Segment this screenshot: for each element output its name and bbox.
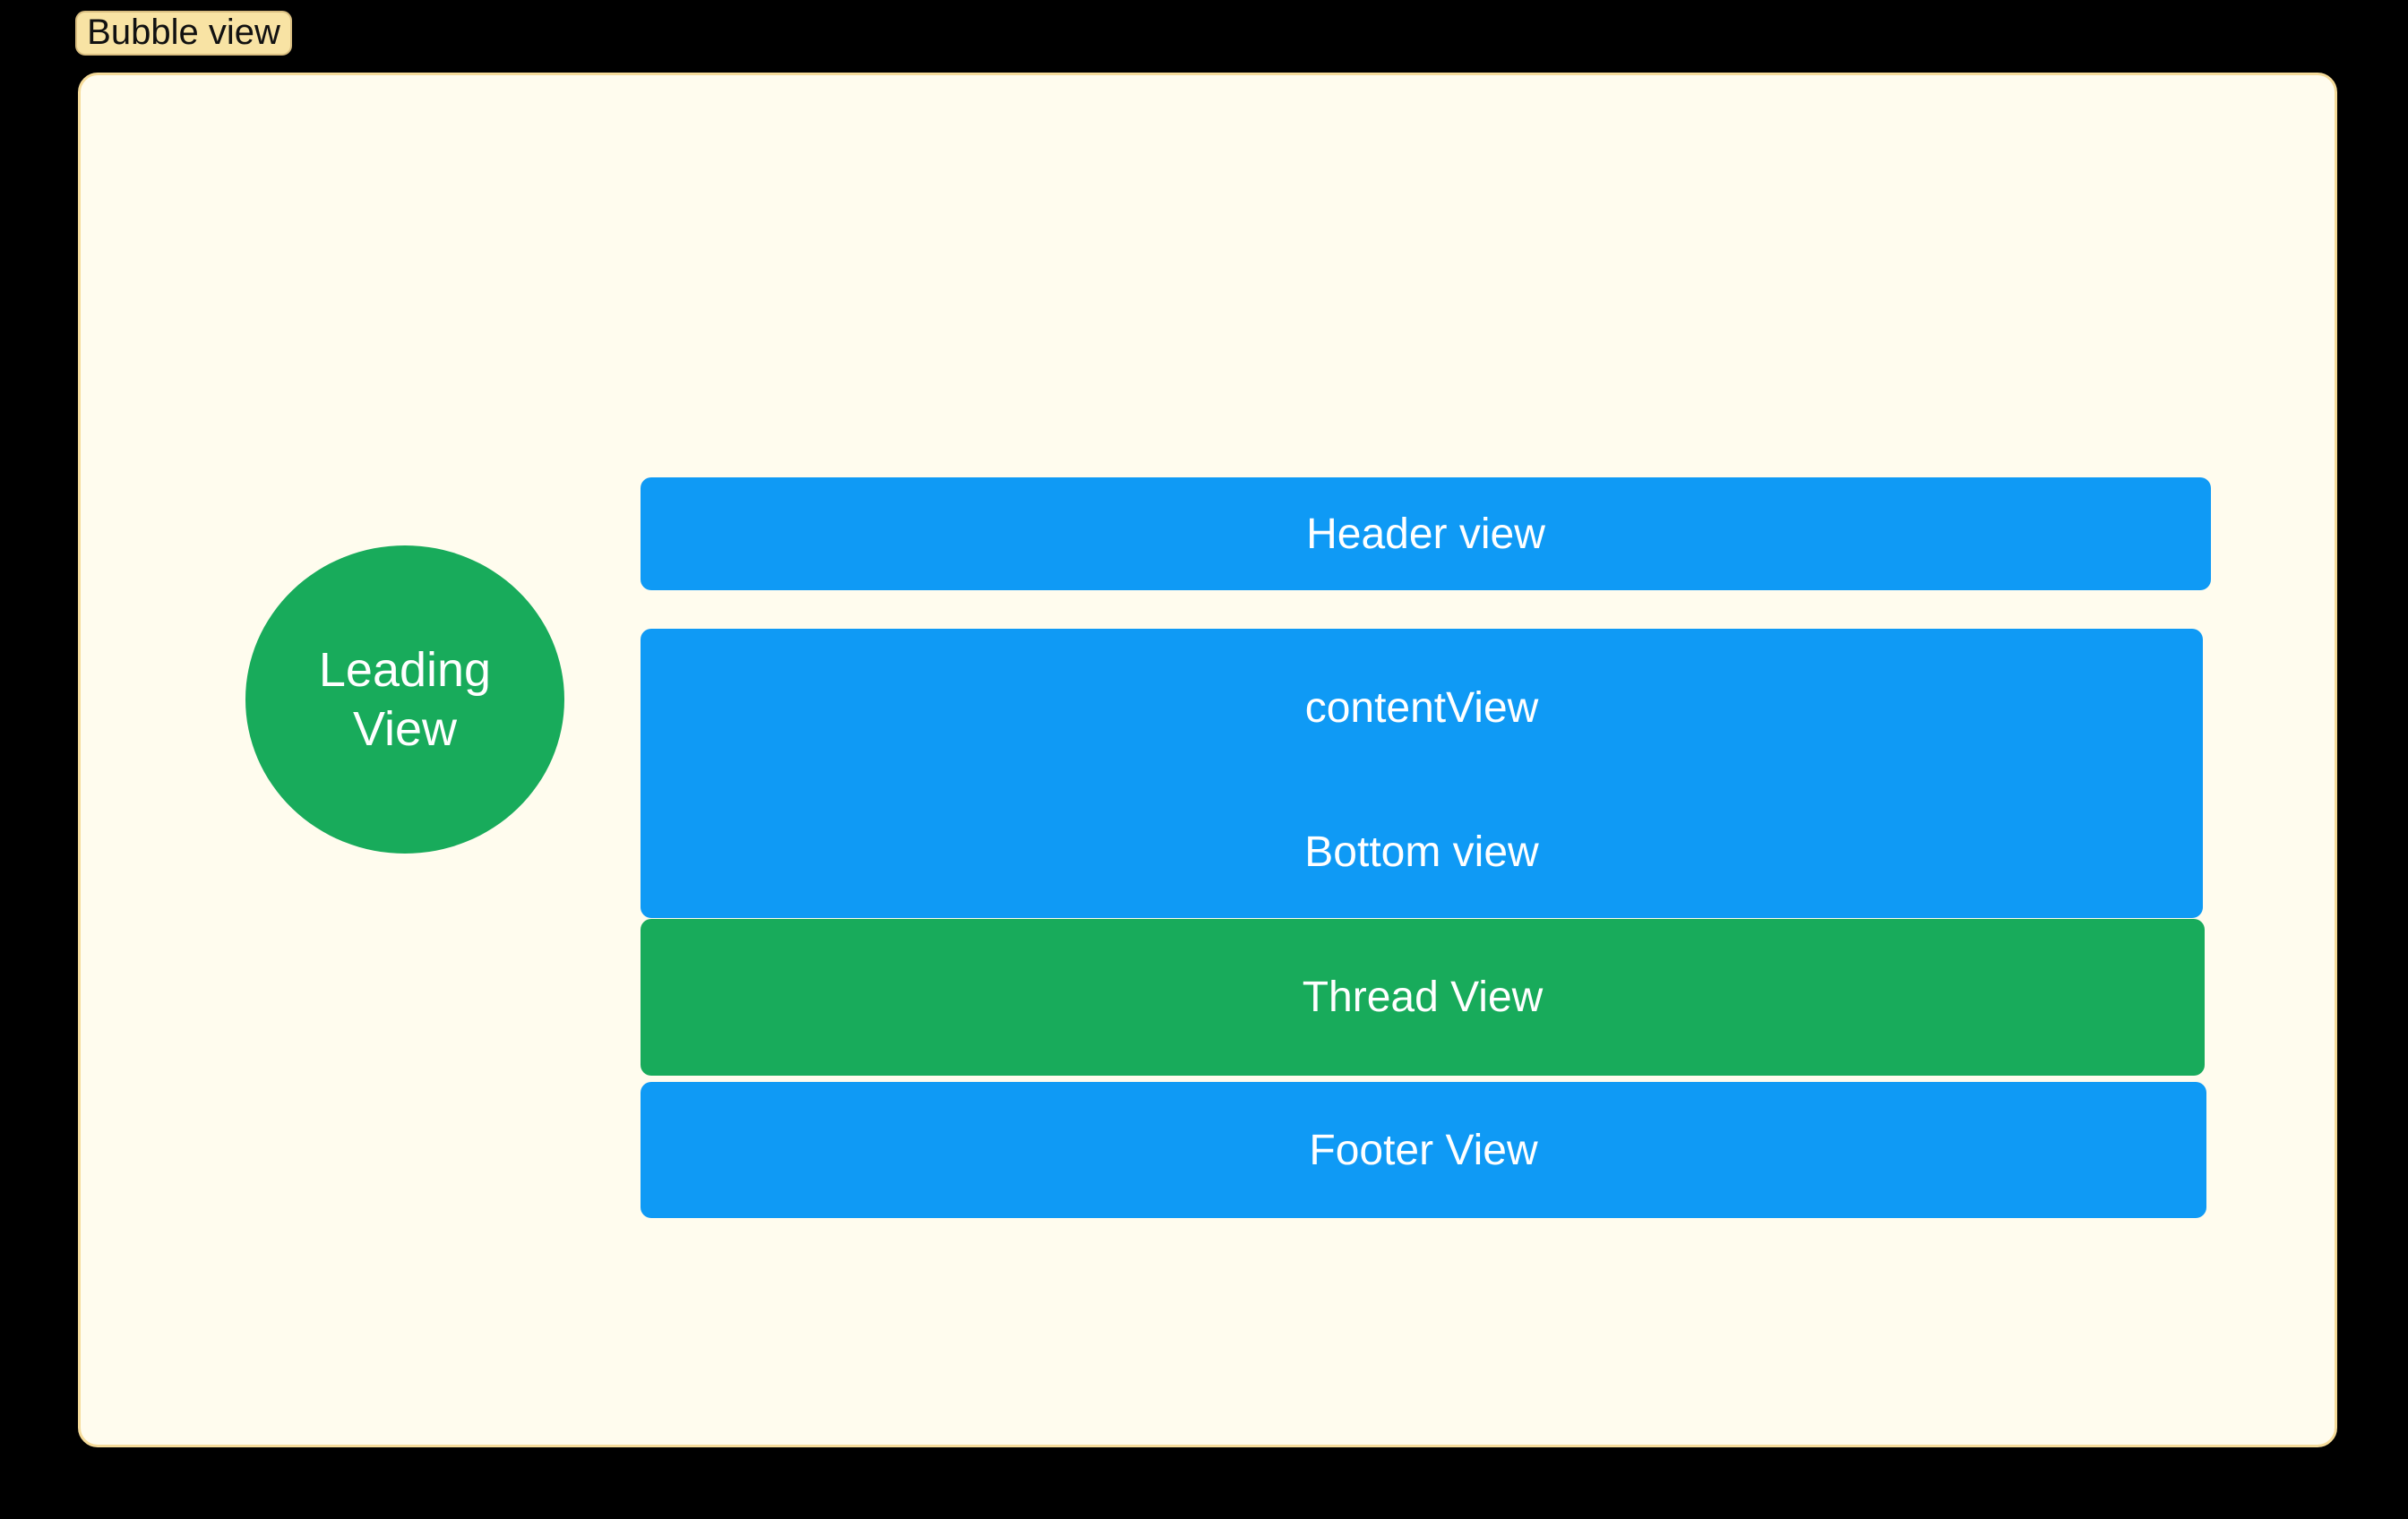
leading-view-circle: Leading View bbox=[245, 545, 564, 854]
leading-view-label-line1: Leading bbox=[318, 643, 492, 697]
thread-view-bar: Thread View bbox=[641, 919, 2205, 1076]
leading-view-label-line2: View bbox=[352, 702, 458, 756]
header-view-label: Header view bbox=[1306, 510, 1545, 558]
content-view-row: contentView bbox=[641, 629, 2203, 786]
bottom-view-row: Bottom view bbox=[641, 786, 2203, 918]
bubble-view-badge-label: Bubble view bbox=[87, 13, 280, 52]
layout-canvas: Leading View Header view contentView Bot… bbox=[78, 73, 2337, 1447]
footer-view-label: Footer View bbox=[1309, 1126, 1538, 1174]
header-view-bar: Header view bbox=[641, 477, 2211, 590]
content-view-bar: contentView Bottom view bbox=[641, 629, 2203, 918]
thread-view-label: Thread View bbox=[1302, 974, 1544, 1021]
bottom-view-label: Bottom view bbox=[1304, 828, 1539, 876]
footer-view-bar: Footer View bbox=[641, 1082, 2206, 1218]
bubble-view-badge[interactable]: Bubble view bbox=[75, 11, 292, 56]
content-view-label: contentView bbox=[1304, 683, 1539, 732]
